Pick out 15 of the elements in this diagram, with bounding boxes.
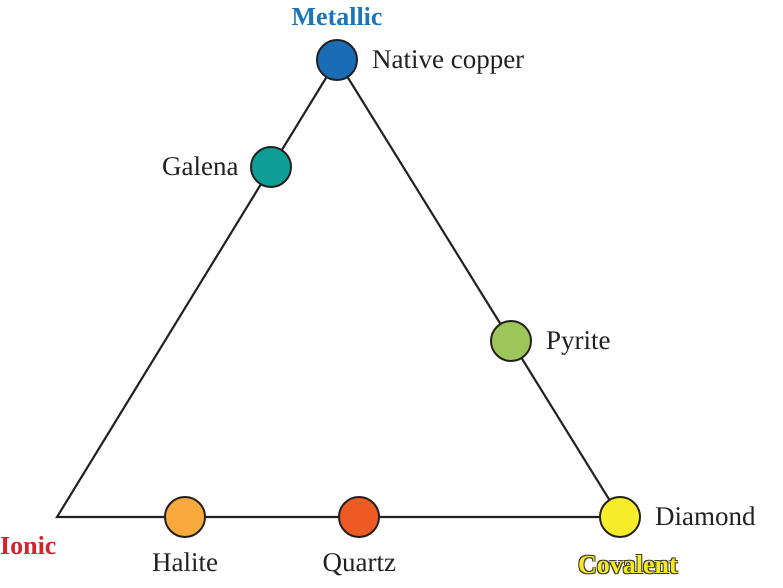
mineral-label: Pyrite [546,326,610,354]
circle-marker [338,496,380,538]
corner-label: Covalent [578,552,678,578]
mineral-label: Native copper [372,46,524,72]
mineral-label: Diamond [655,502,756,530]
circle-marker [164,496,206,538]
circle-marker [490,320,532,362]
corner-label: Ionic [0,533,56,559]
circle-marker [250,146,292,188]
circle-marker [316,39,358,81]
mineral-label: Halite [152,549,218,576]
mineral-label: Galena [162,152,238,180]
corner-label: Metallic [292,4,382,30]
circle-marker [599,496,641,538]
mineral-label: Quartz [322,549,396,576]
